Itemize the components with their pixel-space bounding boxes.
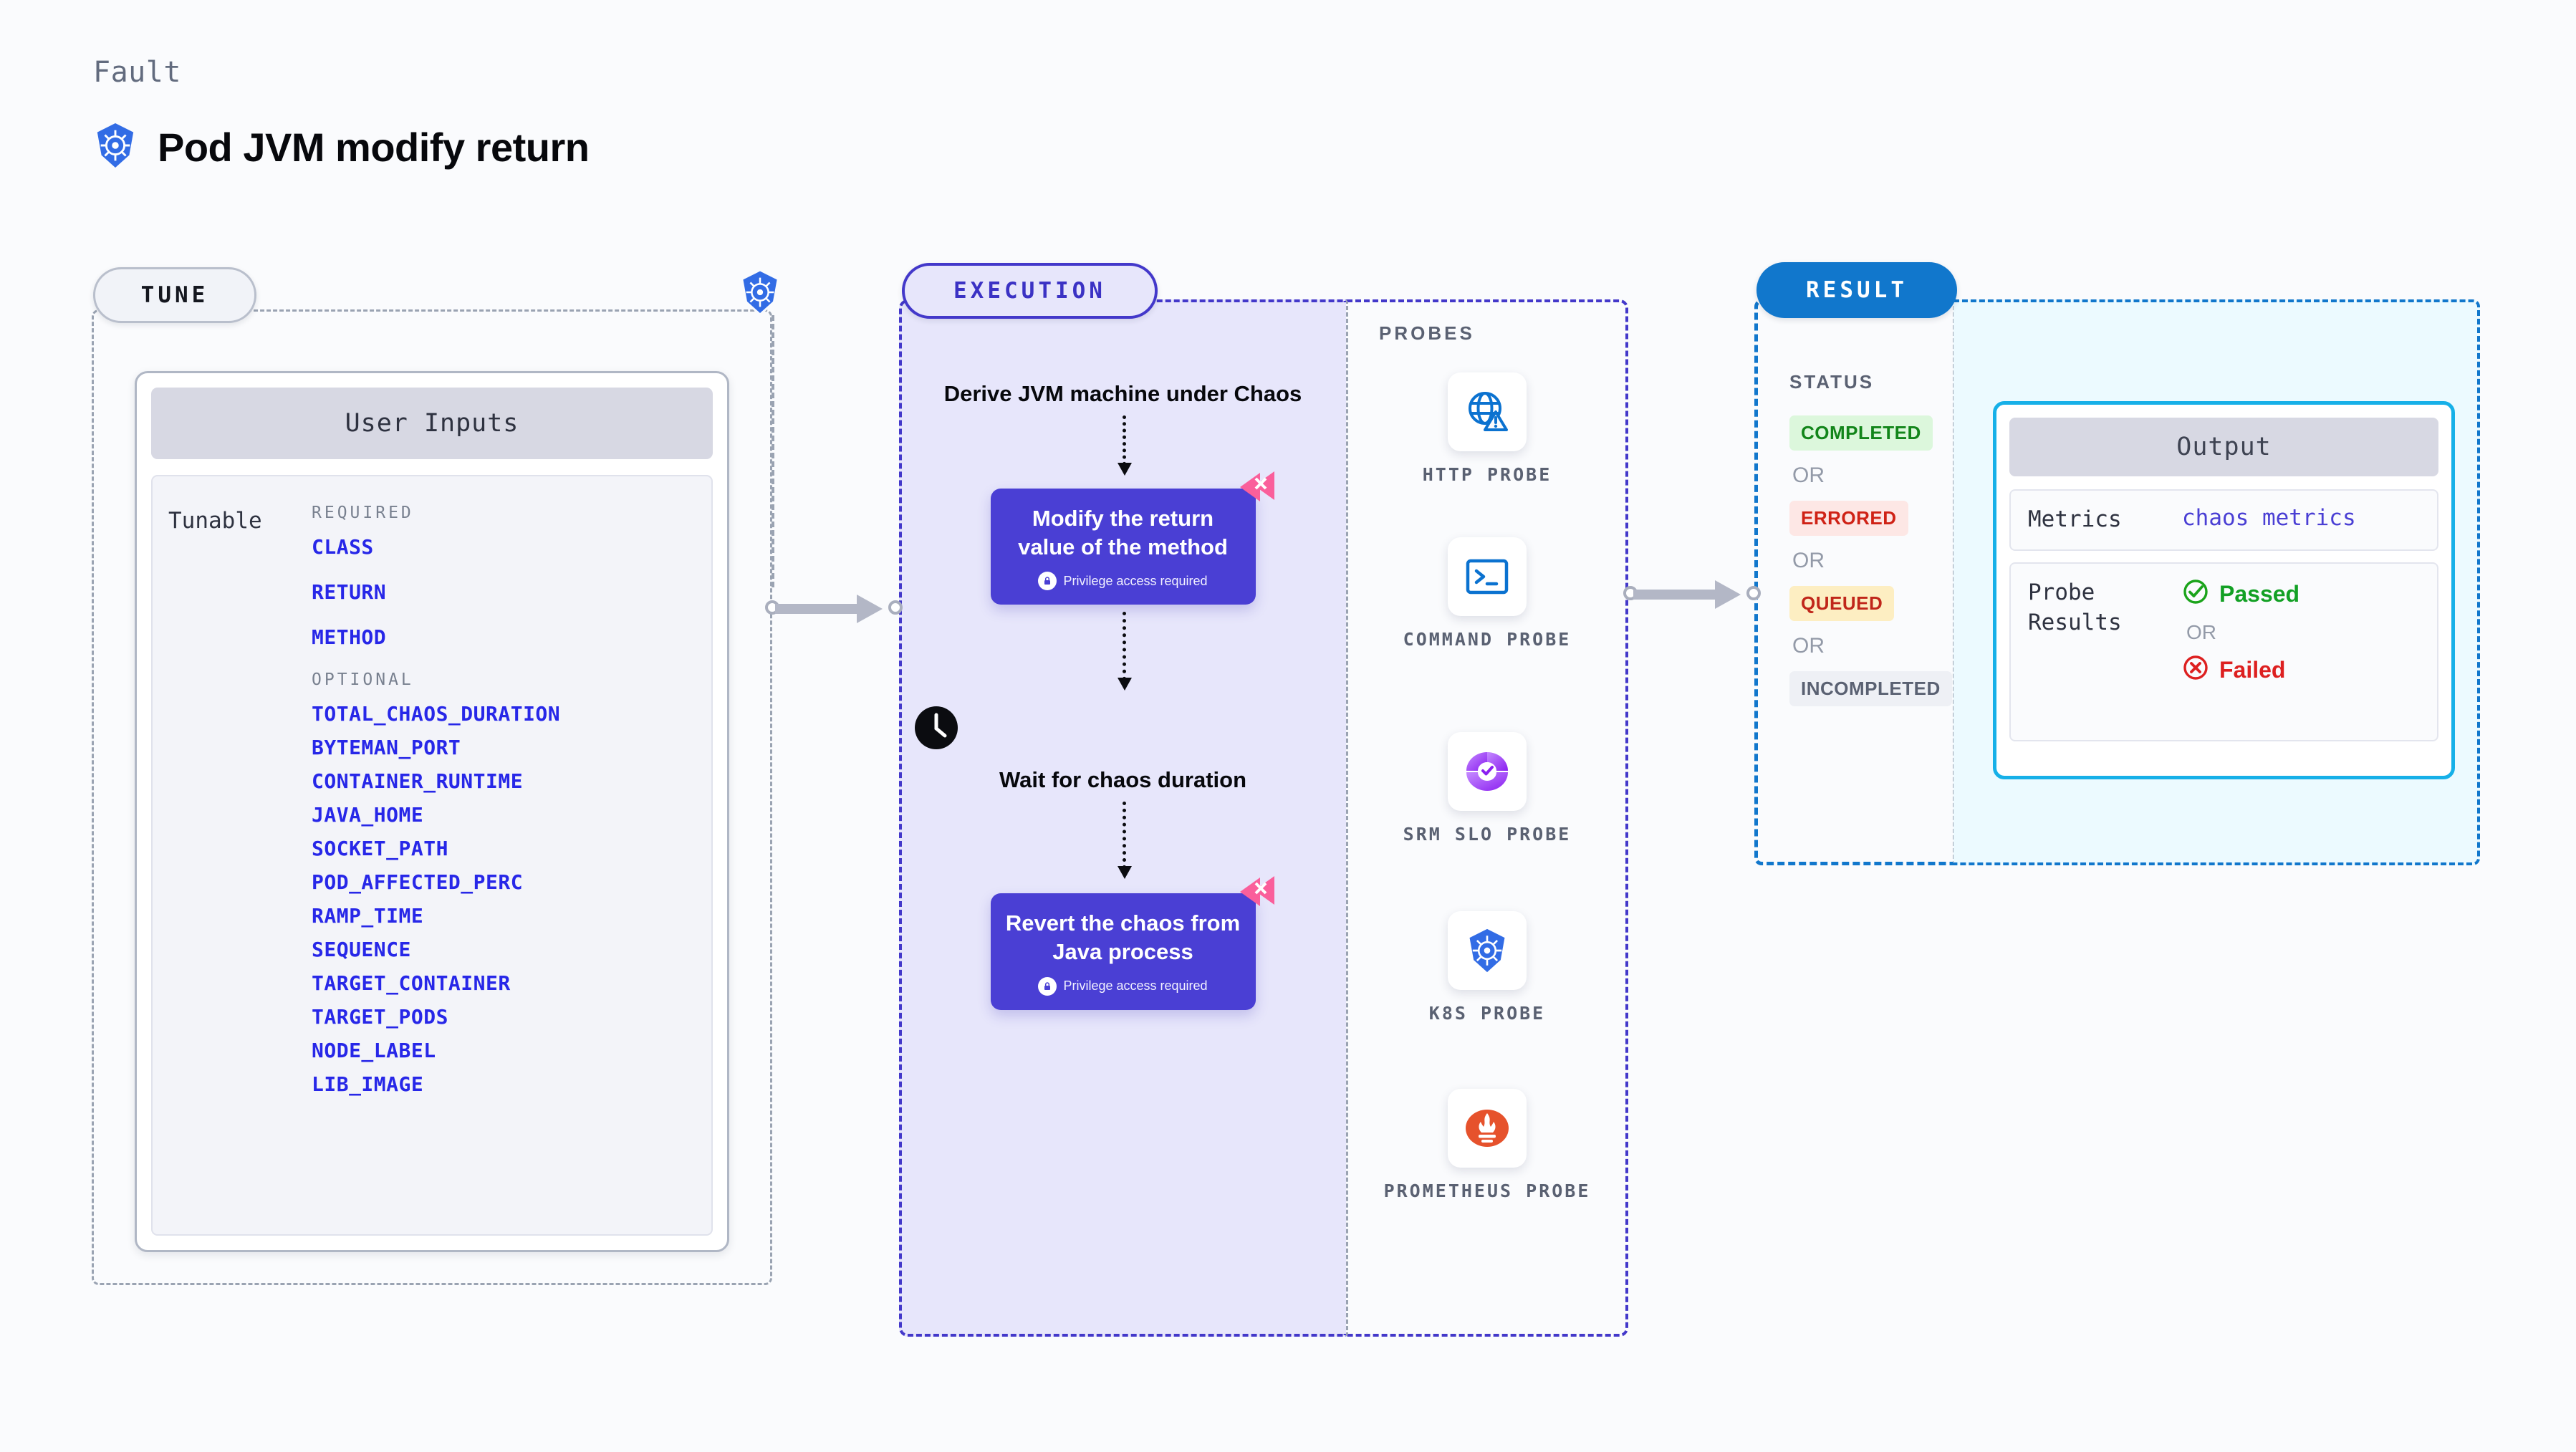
probe-k8s-label: K8S PROBE — [1428, 1003, 1546, 1024]
probe-result-or: OR — [2186, 620, 2216, 643]
chaos-badge-icon — [1237, 873, 1277, 914]
status-or-2: OR — [1792, 549, 1825, 572]
terminal-icon — [1448, 537, 1527, 616]
stage-pill-execution[interactable]: EXECUTION — [902, 263, 1158, 319]
probe-result-passed-label: Passed — [2219, 581, 2300, 607]
globe-warning-icon — [1448, 372, 1527, 451]
probe-http-label: HTTP PROBE — [1422, 464, 1552, 485]
srm-slo-icon — [1448, 732, 1527, 811]
param-total-chaos-duration[interactable]: TOTAL_CHAOS_DURATION — [312, 702, 561, 726]
param-lib-image[interactable]: LIB_IMAGE — [312, 1072, 424, 1096]
tune-panel — [92, 309, 772, 1285]
probe-command[interactable]: COMMAND PROBE — [1346, 537, 1628, 652]
execution-flow: Derive JVM machine under Chaos Modify th… — [913, 380, 1332, 1010]
lock-icon — [1038, 976, 1057, 996]
param-target-pods[interactable]: TARGET_PODS — [312, 1005, 448, 1029]
output-metrics-row: Metrics chaos metrics — [2009, 489, 2438, 551]
output-probe-results-key: Probe Results — [2028, 579, 2122, 635]
probe-result-failed: Failed — [2182, 654, 2299, 687]
prometheus-icon — [1448, 1089, 1527, 1168]
output-probe-results-row: Probe Results Passed OR — [2009, 562, 2438, 741]
status-list: COMPLETED OR ERRORED OR QUEUED OR INCOMP… — [1789, 415, 1952, 706]
param-class[interactable]: CLASS — [312, 535, 374, 559]
probe-http[interactable]: HTTP PROBE — [1346, 372, 1628, 487]
param-byteman-port[interactable]: BYTEMAN_PORT — [312, 736, 461, 759]
status-badge-queued: QUEUED — [1789, 586, 1895, 621]
probe-result-passed: Passed — [2182, 578, 2299, 611]
exec-step-derive: Derive JVM machine under Chaos — [943, 381, 1302, 406]
privilege-note-1-label: Privilege access required — [1063, 573, 1208, 588]
output-metrics-key: Metrics — [2028, 506, 2122, 532]
probe-srm-slo-label: SRM SLO PROBE — [1403, 824, 1572, 845]
fault-kicker: Fault — [93, 56, 181, 89]
output-metrics-value[interactable]: chaos metrics — [2182, 505, 2356, 531]
user-inputs-title: User Inputs — [151, 388, 713, 459]
result-status-panel — [1754, 299, 1955, 865]
exec-action-modify-return[interactable]: Modify the return value of the method Pr… — [990, 471, 1274, 605]
stage-pill-tune[interactable]: TUNE — [93, 267, 256, 323]
privilege-note-1: Privilege access required — [1005, 572, 1241, 591]
probe-result-failed-label: Failed — [2219, 657, 2286, 683]
page-title-row: Pod JVM modify return — [93, 122, 590, 173]
optional-group-label: OPTIONAL — [312, 670, 414, 689]
param-return[interactable]: RETURN — [312, 580, 387, 604]
chaos-badge-icon — [1237, 468, 1277, 509]
probe-prometheus-label: PROMETHEUS PROBE — [1383, 1181, 1591, 1201]
required-group-label: REQUIRED — [312, 504, 414, 522]
x-circle-icon — [2182, 654, 2209, 687]
status-badge-errored: ERRORED — [1789, 501, 1908, 536]
user-inputs-card: User Inputs Tunable REQUIRED CLASS RETUR… — [135, 371, 729, 1252]
param-node-label[interactable]: NODE_LABEL — [312, 1039, 436, 1062]
kubernetes-icon — [93, 122, 138, 173]
param-container-runtime[interactable]: CONTAINER_RUNTIME — [312, 769, 524, 793]
exec-action-revert-chaos-label: Revert the chaos from Java process — [1005, 910, 1241, 965]
privilege-note-2-label: Privilege access required — [1063, 979, 1208, 994]
check-circle-icon — [2182, 578, 2209, 611]
kubernetes-platform-icon — [738, 269, 782, 319]
tunable-label: Tunable — [168, 508, 262, 534]
status-badge-incompleted: INCOMPLETED — [1789, 671, 1952, 706]
privilege-note-2: Privilege access required — [1005, 976, 1241, 996]
status-title: STATUS — [1789, 371, 1875, 393]
exec-step-wait: Wait for chaos duration — [999, 767, 1247, 793]
param-pod-affected-perc[interactable]: POD_AFFECTED_PERC — [312, 870, 524, 894]
connector-tune-to-execution — [765, 595, 908, 623]
param-sequence[interactable]: SEQUENCE — [312, 938, 411, 961]
flow-arrow-2 — [1116, 612, 1132, 698]
param-java-home[interactable]: JAVA_HOME — [312, 803, 424, 827]
flow-arrow-3 — [1116, 801, 1132, 886]
user-inputs-body: Tunable REQUIRED CLASS RETURN METHOD OPT… — [151, 475, 713, 1236]
probe-prometheus[interactable]: PROMETHEUS PROBE — [1346, 1089, 1628, 1203]
output-card: Output Metrics chaos metrics Probe Resul… — [1993, 401, 2455, 779]
param-ramp-time[interactable]: RAMP_TIME — [312, 904, 424, 928]
probe-srm-slo[interactable]: SRM SLO PROBE — [1346, 732, 1628, 847]
clock-icon — [913, 705, 1332, 754]
probe-result-values: Passed OR Failed — [2182, 578, 2299, 726]
tune-vertical-dash — [772, 315, 774, 587]
page-title: Pod JVM modify return — [158, 125, 590, 170]
exec-action-modify-return-label: Modify the return value of the method — [1018, 505, 1228, 559]
stage-pill-result[interactable]: RESULT — [1756, 262, 1957, 318]
parameter-column: REQUIRED CLASS RETURN METHOD OPTIONAL TO… — [312, 495, 698, 1221]
param-socket-path[interactable]: SOCKET_PATH — [312, 837, 448, 860]
param-target-container[interactable]: TARGET_CONTAINER — [312, 971, 511, 995]
status-or-1: OR — [1792, 463, 1825, 487]
lock-icon — [1038, 572, 1057, 591]
required-param-list: CLASS RETURN METHOD — [312, 535, 698, 649]
probe-k8s[interactable]: K8S PROBE — [1346, 911, 1628, 1026]
status-or-3: OR — [1792, 634, 1825, 658]
exec-action-revert-chaos[interactable]: Revert the chaos from Java process Privi… — [990, 875, 1274, 1010]
kubernetes-icon — [1448, 911, 1527, 990]
output-title: Output — [2009, 418, 2438, 476]
status-badge-completed: COMPLETED — [1789, 415, 1933, 451]
optional-param-list: TOTAL_CHAOS_DURATION BYTEMAN_PORT CONTAI… — [312, 702, 698, 1096]
param-method[interactable]: METHOD — [312, 625, 387, 649]
connector-probes-to-result — [1623, 580, 1767, 609]
flow-arrow-1 — [1116, 415, 1132, 481]
probe-command-label: COMMAND PROBE — [1403, 629, 1572, 650]
probes-title: PROBES — [1379, 322, 1475, 344]
